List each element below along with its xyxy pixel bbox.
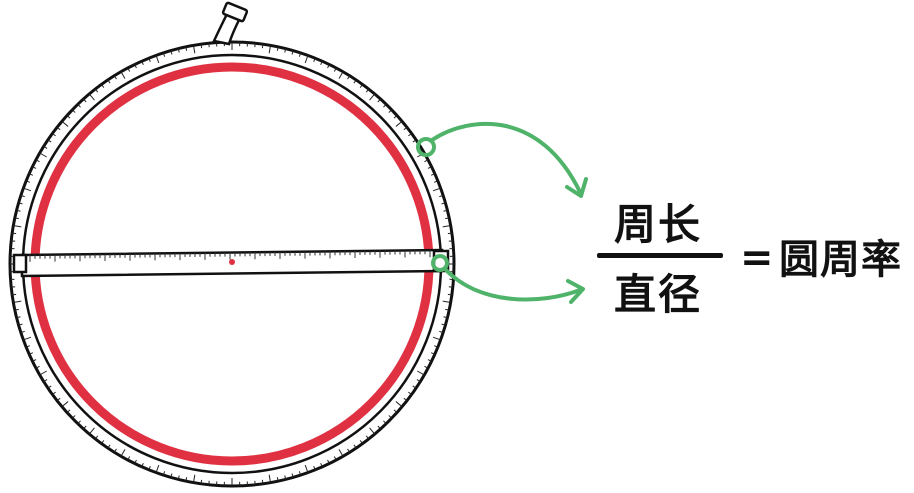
denominator-diameter: 直径 [614, 270, 703, 319]
fraction-bar [597, 253, 723, 258]
center-dot [229, 259, 235, 265]
diameter-tape-icon [12, 248, 450, 278]
equals-sign: = [740, 235, 774, 281]
diameter-ticks [29, 250, 436, 262]
curved-arrow-icon [416, 121, 588, 304]
tape-ticks [10, 42, 454, 486]
numerator-circumference: 周长 [614, 200, 703, 249]
circumference-tape-icon [8, 1, 456, 488]
result-pi: 圆周率 [779, 237, 902, 283]
